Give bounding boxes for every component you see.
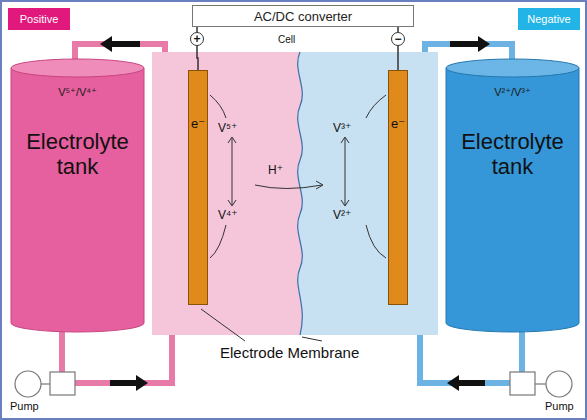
flow-arrow bbox=[100, 36, 140, 52]
electrolyte-tank: V²⁺/V³⁺ Electrolyte tank bbox=[445, 58, 580, 333]
positive-tag: Positive bbox=[8, 8, 70, 30]
reaction-arrow bbox=[210, 225, 226, 258]
leader-line bbox=[201, 309, 245, 341]
tank-outline bbox=[445, 58, 580, 333]
positive-half-cell bbox=[152, 52, 302, 335]
lead-wire bbox=[397, 46, 399, 70]
converter-box: AC/DC converter bbox=[192, 5, 414, 27]
ion-label: V³⁺ bbox=[333, 121, 351, 135]
ion-label: V²⁺ bbox=[333, 208, 351, 222]
pump-body bbox=[50, 372, 75, 395]
negative-tag: Negative bbox=[518, 8, 580, 30]
node-text: + bbox=[193, 33, 200, 45]
blue-pipe-bottom bbox=[420, 330, 522, 383]
tank-top bbox=[11, 59, 144, 77]
proton-arrow bbox=[255, 181, 323, 189]
reaction-arrow bbox=[366, 95, 386, 118]
tank-outline bbox=[10, 58, 145, 333]
pump-label: Pump bbox=[10, 400, 39, 412]
electrolyte-tank: V⁵⁺/V⁴⁺ Electrolyte tank bbox=[10, 58, 145, 333]
lead-wire bbox=[197, 46, 198, 70]
node-text: Positive bbox=[20, 14, 59, 25]
ion-arrow bbox=[341, 137, 349, 206]
tank-body bbox=[446, 68, 579, 332]
node-text: − bbox=[394, 33, 401, 45]
node-text: AC/DC converter bbox=[254, 10, 352, 23]
ion-label: V⁵⁺ bbox=[218, 121, 237, 135]
ion-label: H⁺ bbox=[268, 163, 283, 177]
ion-label: V⁴⁺ bbox=[218, 208, 238, 222]
node-text: Electrolyte tank bbox=[453, 129, 572, 180]
pink-pipe-bottom bbox=[62, 330, 172, 383]
node-text: Electrolyte tank bbox=[18, 129, 137, 180]
pump-shaft bbox=[535, 383, 546, 384]
reaction-arrow bbox=[210, 95, 226, 118]
terminal-circle: + bbox=[190, 32, 204, 46]
cell-label: Cell bbox=[278, 34, 295, 45]
leader-line bbox=[302, 337, 322, 341]
flow-arrow bbox=[450, 36, 490, 52]
electrode: e⁻ bbox=[388, 70, 408, 305]
pump-shaft bbox=[41, 383, 50, 384]
pump-body bbox=[510, 372, 535, 395]
ion-arrow bbox=[228, 137, 236, 206]
node-text: e⁻ bbox=[391, 116, 405, 131]
tank-top bbox=[446, 59, 579, 77]
node-text: V²⁺/V³⁺ bbox=[494, 86, 531, 99]
pump-label: Pump bbox=[545, 400, 574, 412]
tank-body bbox=[11, 68, 144, 332]
electrode: e⁻ bbox=[188, 70, 208, 305]
flow-arrow bbox=[110, 375, 148, 391]
terminal-circle: − bbox=[391, 32, 405, 46]
node-text: e⁻ bbox=[191, 116, 205, 131]
reaction-arrow bbox=[366, 225, 386, 258]
node-text: Negative bbox=[527, 14, 570, 25]
negative-half-cell bbox=[298, 52, 438, 335]
membrane bbox=[298, 52, 303, 335]
pump-motor bbox=[546, 371, 572, 397]
pump-motor bbox=[15, 371, 41, 397]
node-text: V⁵⁺/V⁴⁺ bbox=[58, 86, 97, 99]
flow-arrow bbox=[447, 375, 485, 391]
part-label: Electrode Membrane bbox=[220, 344, 359, 361]
